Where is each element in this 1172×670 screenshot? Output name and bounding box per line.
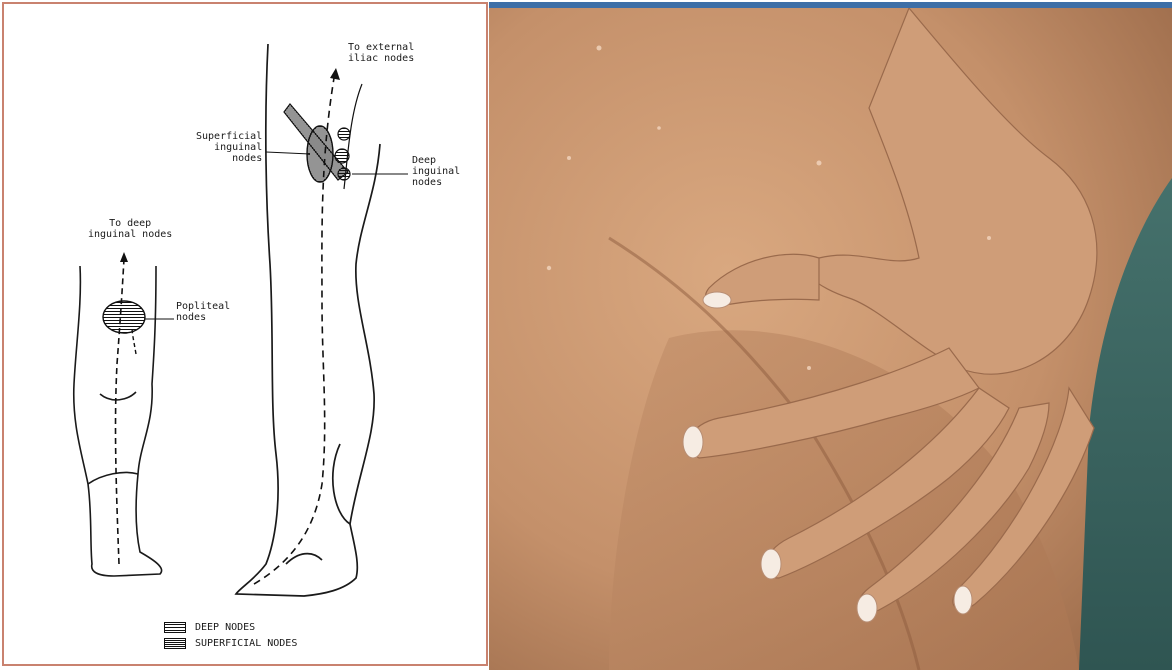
label-popliteal: Popliteal nodes <box>176 301 230 323</box>
arrow-to-external-iliac <box>330 68 340 80</box>
legend-label-superficial: SUPERFICIAL NODES <box>195 638 297 649</box>
popliteal-node <box>103 301 174 333</box>
leg-lymphatics-illustration <box>4 4 486 664</box>
label-to-deep-inguinal: To deep inguinal nodes <box>88 218 172 240</box>
lymph-node-diagram-panel: To external iliac nodes Superficial ingu… <box>2 2 488 666</box>
legend-swatch-superficial <box>164 638 186 649</box>
label-deep-inguinal: Deep inguinal nodes <box>412 155 460 188</box>
label-superficial-inguinal: Superficial inguinal nodes <box>196 131 262 164</box>
legend-swatch-deep <box>164 622 186 633</box>
legend-superficial-nodes: SUPERFICIAL NODES <box>164 638 297 649</box>
deep-inguinal-nodes <box>335 84 408 189</box>
arrow-to-deep-inguinal <box>120 252 128 262</box>
hand-pressing-groin-icon <box>489 8 1172 670</box>
legend-label-deep: DEEP NODES <box>195 622 255 633</box>
superficial-inguinal-nodes <box>266 104 348 182</box>
groin-palpation-photo <box>489 2 1172 670</box>
label-to-external-iliac: To external iliac nodes <box>348 42 414 64</box>
legend-deep-nodes: DEEP NODES <box>164 622 255 633</box>
